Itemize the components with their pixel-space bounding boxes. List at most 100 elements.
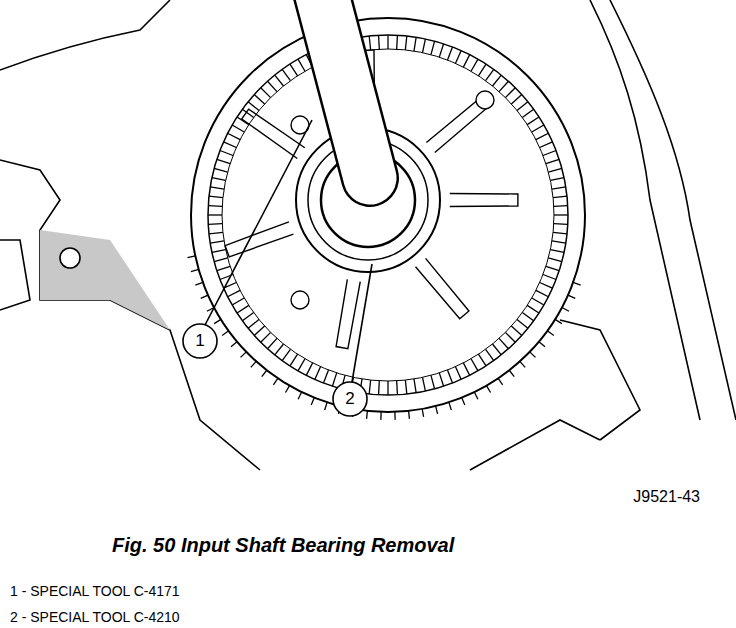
gear-tooth bbox=[282, 349, 290, 360]
gear-tooth bbox=[209, 232, 223, 233]
gear-tooth bbox=[474, 392, 478, 399]
gear-tooth bbox=[242, 313, 253, 321]
gear-tooth bbox=[286, 386, 290, 393]
carrier-spoke bbox=[416, 258, 469, 318]
gear-tooth bbox=[471, 359, 478, 371]
case-right-outline bbox=[610, 0, 736, 420]
case-right-rib bbox=[560, 320, 640, 440]
gear-tooth bbox=[209, 196, 223, 197]
gear-tooth bbox=[499, 338, 508, 348]
gear-tooth bbox=[208, 205, 222, 207]
gear-tooth bbox=[224, 142, 237, 148]
gear-tooth bbox=[212, 178, 226, 181]
gear-tooth bbox=[187, 256, 195, 258]
callout-circle bbox=[183, 324, 217, 358]
gear-tooth bbox=[254, 326, 264, 335]
gear-tooth bbox=[555, 319, 562, 323]
gear-tooth bbox=[414, 379, 416, 393]
gear-tooth bbox=[517, 102, 528, 111]
gear-tooth bbox=[554, 214, 568, 215]
gear-tooth bbox=[543, 274, 556, 279]
gear-tooth bbox=[394, 412, 396, 420]
carrier-spoke bbox=[426, 99, 486, 152]
gear-tooth bbox=[456, 367, 462, 380]
gear-tooth bbox=[522, 109, 533, 117]
figure-caption: Fig. 50 Input Shaft Bearing Removal bbox=[112, 534, 454, 557]
gear-tooth bbox=[396, 35, 398, 49]
callouts bbox=[183, 120, 372, 416]
ring-gear-outer bbox=[191, 18, 585, 412]
gear-tooth bbox=[268, 338, 277, 348]
gear-tooth bbox=[369, 36, 370, 50]
gear-tooth bbox=[505, 88, 515, 98]
gear-tooth bbox=[332, 373, 336, 386]
gear-tooth bbox=[405, 380, 406, 394]
gear-tooth bbox=[553, 232, 567, 233]
gear-tooth bbox=[540, 142, 553, 148]
gear-tooth bbox=[552, 241, 566, 243]
gear-tooth bbox=[210, 241, 224, 243]
gear-tooth bbox=[380, 412, 382, 420]
gear-tooth bbox=[237, 305, 249, 313]
carrier-spoke bbox=[336, 279, 360, 348]
gear-tooth bbox=[208, 214, 222, 215]
gear-tooth bbox=[298, 359, 305, 371]
gear-tooth bbox=[527, 305, 539, 313]
gear-tooth bbox=[275, 75, 284, 86]
ring-gear bbox=[187, 18, 585, 420]
gear-tooth bbox=[462, 398, 465, 405]
pinion-pin bbox=[476, 91, 494, 109]
gear-tooth bbox=[530, 352, 536, 358]
callout-circle bbox=[333, 382, 367, 416]
gear-tooth bbox=[550, 250, 564, 253]
gear-tooth bbox=[268, 81, 277, 91]
gear-tooth bbox=[298, 59, 305, 71]
gear-tooth bbox=[568, 295, 575, 298]
carrier-spoke bbox=[450, 193, 518, 206]
gear-tooth bbox=[275, 344, 284, 355]
gear-tooth bbox=[548, 258, 562, 262]
gear-tooth bbox=[378, 35, 380, 49]
gear-tooth bbox=[414, 37, 416, 51]
case-edge bbox=[0, 240, 30, 310]
callout-number: 2 bbox=[333, 388, 367, 410]
pinion-pin bbox=[291, 291, 309, 309]
gear-tooth bbox=[232, 125, 244, 132]
gear-tooth bbox=[251, 361, 256, 367]
gear-tooth bbox=[478, 64, 486, 76]
gear-tooth bbox=[436, 406, 438, 414]
case-outline bbox=[0, 0, 170, 70]
gear-tooth bbox=[499, 81, 508, 91]
gear-teeth bbox=[187, 35, 580, 420]
gear-tooth bbox=[439, 373, 443, 386]
gear-tooth bbox=[547, 331, 553, 336]
gear-tooth bbox=[228, 133, 240, 139]
gear-tooth bbox=[214, 319, 221, 323]
gear-tooth bbox=[282, 69, 290, 80]
gear-tooth bbox=[492, 344, 501, 355]
gear-tooth bbox=[262, 370, 267, 376]
gear-tooth bbox=[511, 326, 521, 335]
legend-line: 1 - SPECIAL TOOL C-4171 bbox=[10, 580, 180, 602]
gear-tooth bbox=[511, 95, 521, 104]
gear-tooth bbox=[498, 378, 502, 385]
gear-tooth bbox=[261, 88, 271, 98]
gear-tooth bbox=[536, 290, 548, 296]
bolt-hole bbox=[60, 248, 80, 268]
gear-tooth bbox=[315, 367, 321, 380]
gear-tooth bbox=[261, 332, 271, 342]
gear-tooth bbox=[408, 411, 410, 419]
gear-tooth bbox=[298, 392, 302, 399]
carrier-spoke bbox=[225, 222, 293, 257]
gear-tooth bbox=[212, 250, 226, 253]
gear-tooth bbox=[273, 378, 277, 385]
gear-tooth bbox=[422, 409, 423, 417]
gear-tooth bbox=[546, 159, 559, 163]
gear-tooth bbox=[522, 313, 533, 321]
gear-tooth bbox=[562, 307, 569, 311]
gear-tooth bbox=[378, 381, 380, 395]
gear-tooth bbox=[517, 319, 528, 328]
gear-tooth bbox=[254, 95, 264, 104]
